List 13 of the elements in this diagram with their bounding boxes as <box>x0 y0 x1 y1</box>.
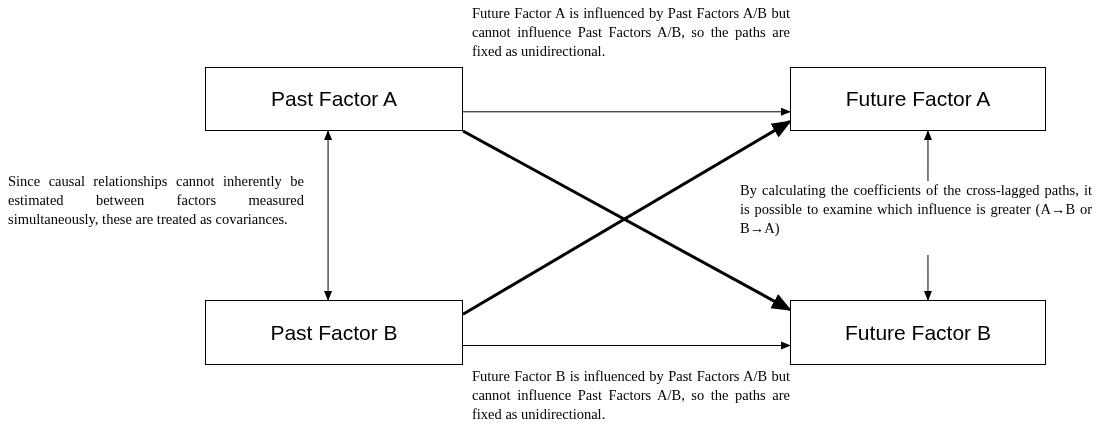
factor-box: Future Factor B <box>790 300 1046 365</box>
annotation-text: Future Factor B is influenced by Past Factors A/B but cannot influence Past Factors A/B, so the paths are fixed as unidirectional. <box>472 367 790 424</box>
annotation-text: Future Factor A is influenced by Past Factors A/B but cannot influence Past Factors A/B, so the paths are fixed as unidirectional. <box>472 4 790 61</box>
arrow <box>462 107 791 116</box>
factor-box: Past Factor A <box>205 67 463 131</box>
factor-box: Future Factor A <box>790 67 1046 131</box>
annotation-text: Since causal relationships cannot inherently be estimated between factors measured simultaneously, these are treated as covariances. <box>8 172 304 229</box>
arrow <box>924 254 932 301</box>
arrow <box>924 130 932 182</box>
factor-box: Past Factor B <box>205 300 463 365</box>
annotation-text: By calculating the coefficients of the cross-lagged paths, it is possible to examine which influence is greater (A→B or B→A) <box>740 181 1092 238</box>
arrow <box>462 341 791 350</box>
double-arrow <box>324 130 333 301</box>
